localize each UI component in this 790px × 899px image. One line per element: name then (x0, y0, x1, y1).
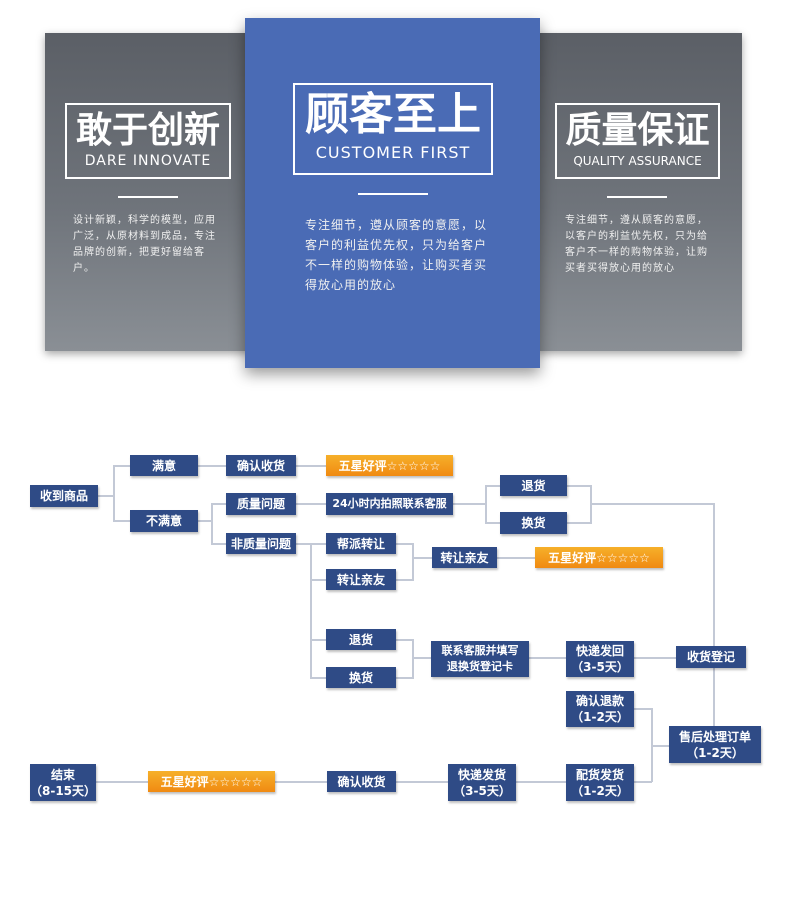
node-confirm-refund: 确认退款 （1-2天） (566, 691, 634, 727)
connector (296, 503, 326, 505)
node-five-star-2: 五星好评☆☆☆☆☆ (535, 547, 663, 568)
node-satisfied: 满意 (130, 455, 198, 476)
connector (396, 639, 413, 641)
connector (634, 781, 652, 783)
connector (198, 465, 226, 467)
connector (396, 543, 413, 545)
connector (634, 708, 652, 710)
connector (310, 543, 326, 545)
card-title-en: DARE INNOVATE (84, 153, 212, 169)
node-non-quality-issue: 非质量问题 (226, 533, 296, 554)
card-divider (118, 196, 178, 198)
connector (198, 520, 212, 522)
connector (529, 657, 566, 659)
connector (275, 781, 327, 783)
node-confirm-receipt-1: 确认收货 (226, 455, 296, 476)
connector (310, 677, 326, 679)
node-fill-registration-card: 联系客服并填写 退换货登记卡 (431, 641, 529, 677)
card-title-en: QUALITY ASSURANCE (573, 154, 702, 168)
connector (310, 579, 326, 581)
card-title-en: CUSTOMER FIRST (315, 143, 471, 162)
connector (310, 543, 312, 678)
connector (98, 495, 114, 497)
connector (634, 657, 676, 659)
node-return-2: 退货 (326, 629, 396, 650)
node-five-star-1: 五星好评☆☆☆☆☆ (326, 455, 453, 476)
connector (590, 503, 714, 505)
connector (211, 503, 226, 505)
connector (567, 522, 591, 524)
connector (485, 522, 500, 524)
card-title-box: 敢于创新 DARE INNOVATE (65, 103, 231, 179)
card-title-box: 质量保证 QUALITY ASSURANCE (555, 103, 720, 179)
connector (396, 579, 413, 581)
card-divider (358, 193, 428, 195)
connector (296, 465, 326, 467)
connector (396, 781, 448, 783)
connector (713, 668, 715, 726)
node-five-star-3: 五星好评☆☆☆☆☆ (148, 771, 275, 792)
connector (651, 745, 669, 747)
node-exchange-2: 换货 (326, 667, 396, 688)
connector (113, 520, 130, 522)
connector (113, 465, 115, 521)
node-receive-goods: 收到商品 (30, 485, 98, 507)
connector (567, 485, 591, 487)
card-description: 设计新颖，科学的模型，应用广泛，从原材料到成品，专注品牌的创新，把更好留给客户。 (73, 215, 216, 274)
connector (504, 781, 566, 783)
node-allocate-ship: 配货发货 （1-2天） (566, 764, 634, 801)
node-express-return: 快递发回 （3-5天） (566, 641, 634, 677)
node-express-ship: 快递发货 （3-5天） (448, 764, 516, 801)
card-divider (607, 196, 667, 198)
node-quality-issue: 质量问题 (226, 493, 296, 515)
connector (310, 639, 326, 641)
node-exchange-1: 换货 (500, 512, 567, 534)
connector (485, 485, 487, 524)
node-unsatisfied: 不满意 (130, 510, 198, 532)
card-title-box: 顾客至上 CUSTOMER FIRST (293, 83, 493, 175)
connector (96, 781, 148, 783)
node-return-1: 退货 (500, 475, 567, 496)
node-confirm-receipt-2: 确认收货 (327, 771, 396, 792)
connector (412, 557, 432, 559)
node-contact-24h: 24小时内拍照联系客服 (326, 493, 453, 515)
connector (211, 503, 213, 544)
card-quality: 质量保证 QUALITY ASSURANCE 专注细节，遵从顾客的意愿，以客户的… (535, 33, 742, 351)
card-customer-first: 顾客至上 CUSTOMER FIRST 专注细节，遵从顾客的意愿，以客户的利益优… (245, 18, 540, 368)
connector (296, 543, 311, 545)
connector (485, 485, 500, 487)
node-transfer-friend: 转让亲友 (326, 569, 396, 590)
connector (113, 465, 130, 467)
node-end: 结束 （8-15天） (30, 764, 96, 801)
card-title-cn: 质量保证 (565, 110, 710, 151)
connector (412, 639, 414, 679)
card-description: 专注细节，遵从顾客的意愿，以客户的利益优先权，只为给客户不一样的购物体验，让购买… (565, 215, 708, 274)
node-assign-transfer: 帮派转让 (326, 533, 396, 554)
connector (412, 657, 431, 659)
card-title-cn: 敢于创新 (75, 110, 220, 151)
connector (453, 503, 486, 505)
card-description: 专注细节，遵从顾客的意愿，以客户的利益优先权，只为给客户不一样的购物体验，让购买… (305, 218, 488, 292)
connector (497, 557, 535, 559)
connector (412, 543, 414, 581)
node-aftersale-order: 售后处理订单 （1-2天） (669, 726, 761, 763)
connector (396, 677, 413, 679)
connector (713, 503, 715, 646)
node-receipt-registration: 收货登记 (676, 646, 746, 668)
card-title-cn: 顾客至上 (305, 89, 481, 140)
connector (211, 543, 226, 545)
node-transfer-friend-2: 转让亲友 (432, 547, 497, 568)
card-innovate: 敢于创新 DARE INNOVATE 设计新颖，科学的模型，应用广泛，从原材料到… (45, 33, 255, 351)
